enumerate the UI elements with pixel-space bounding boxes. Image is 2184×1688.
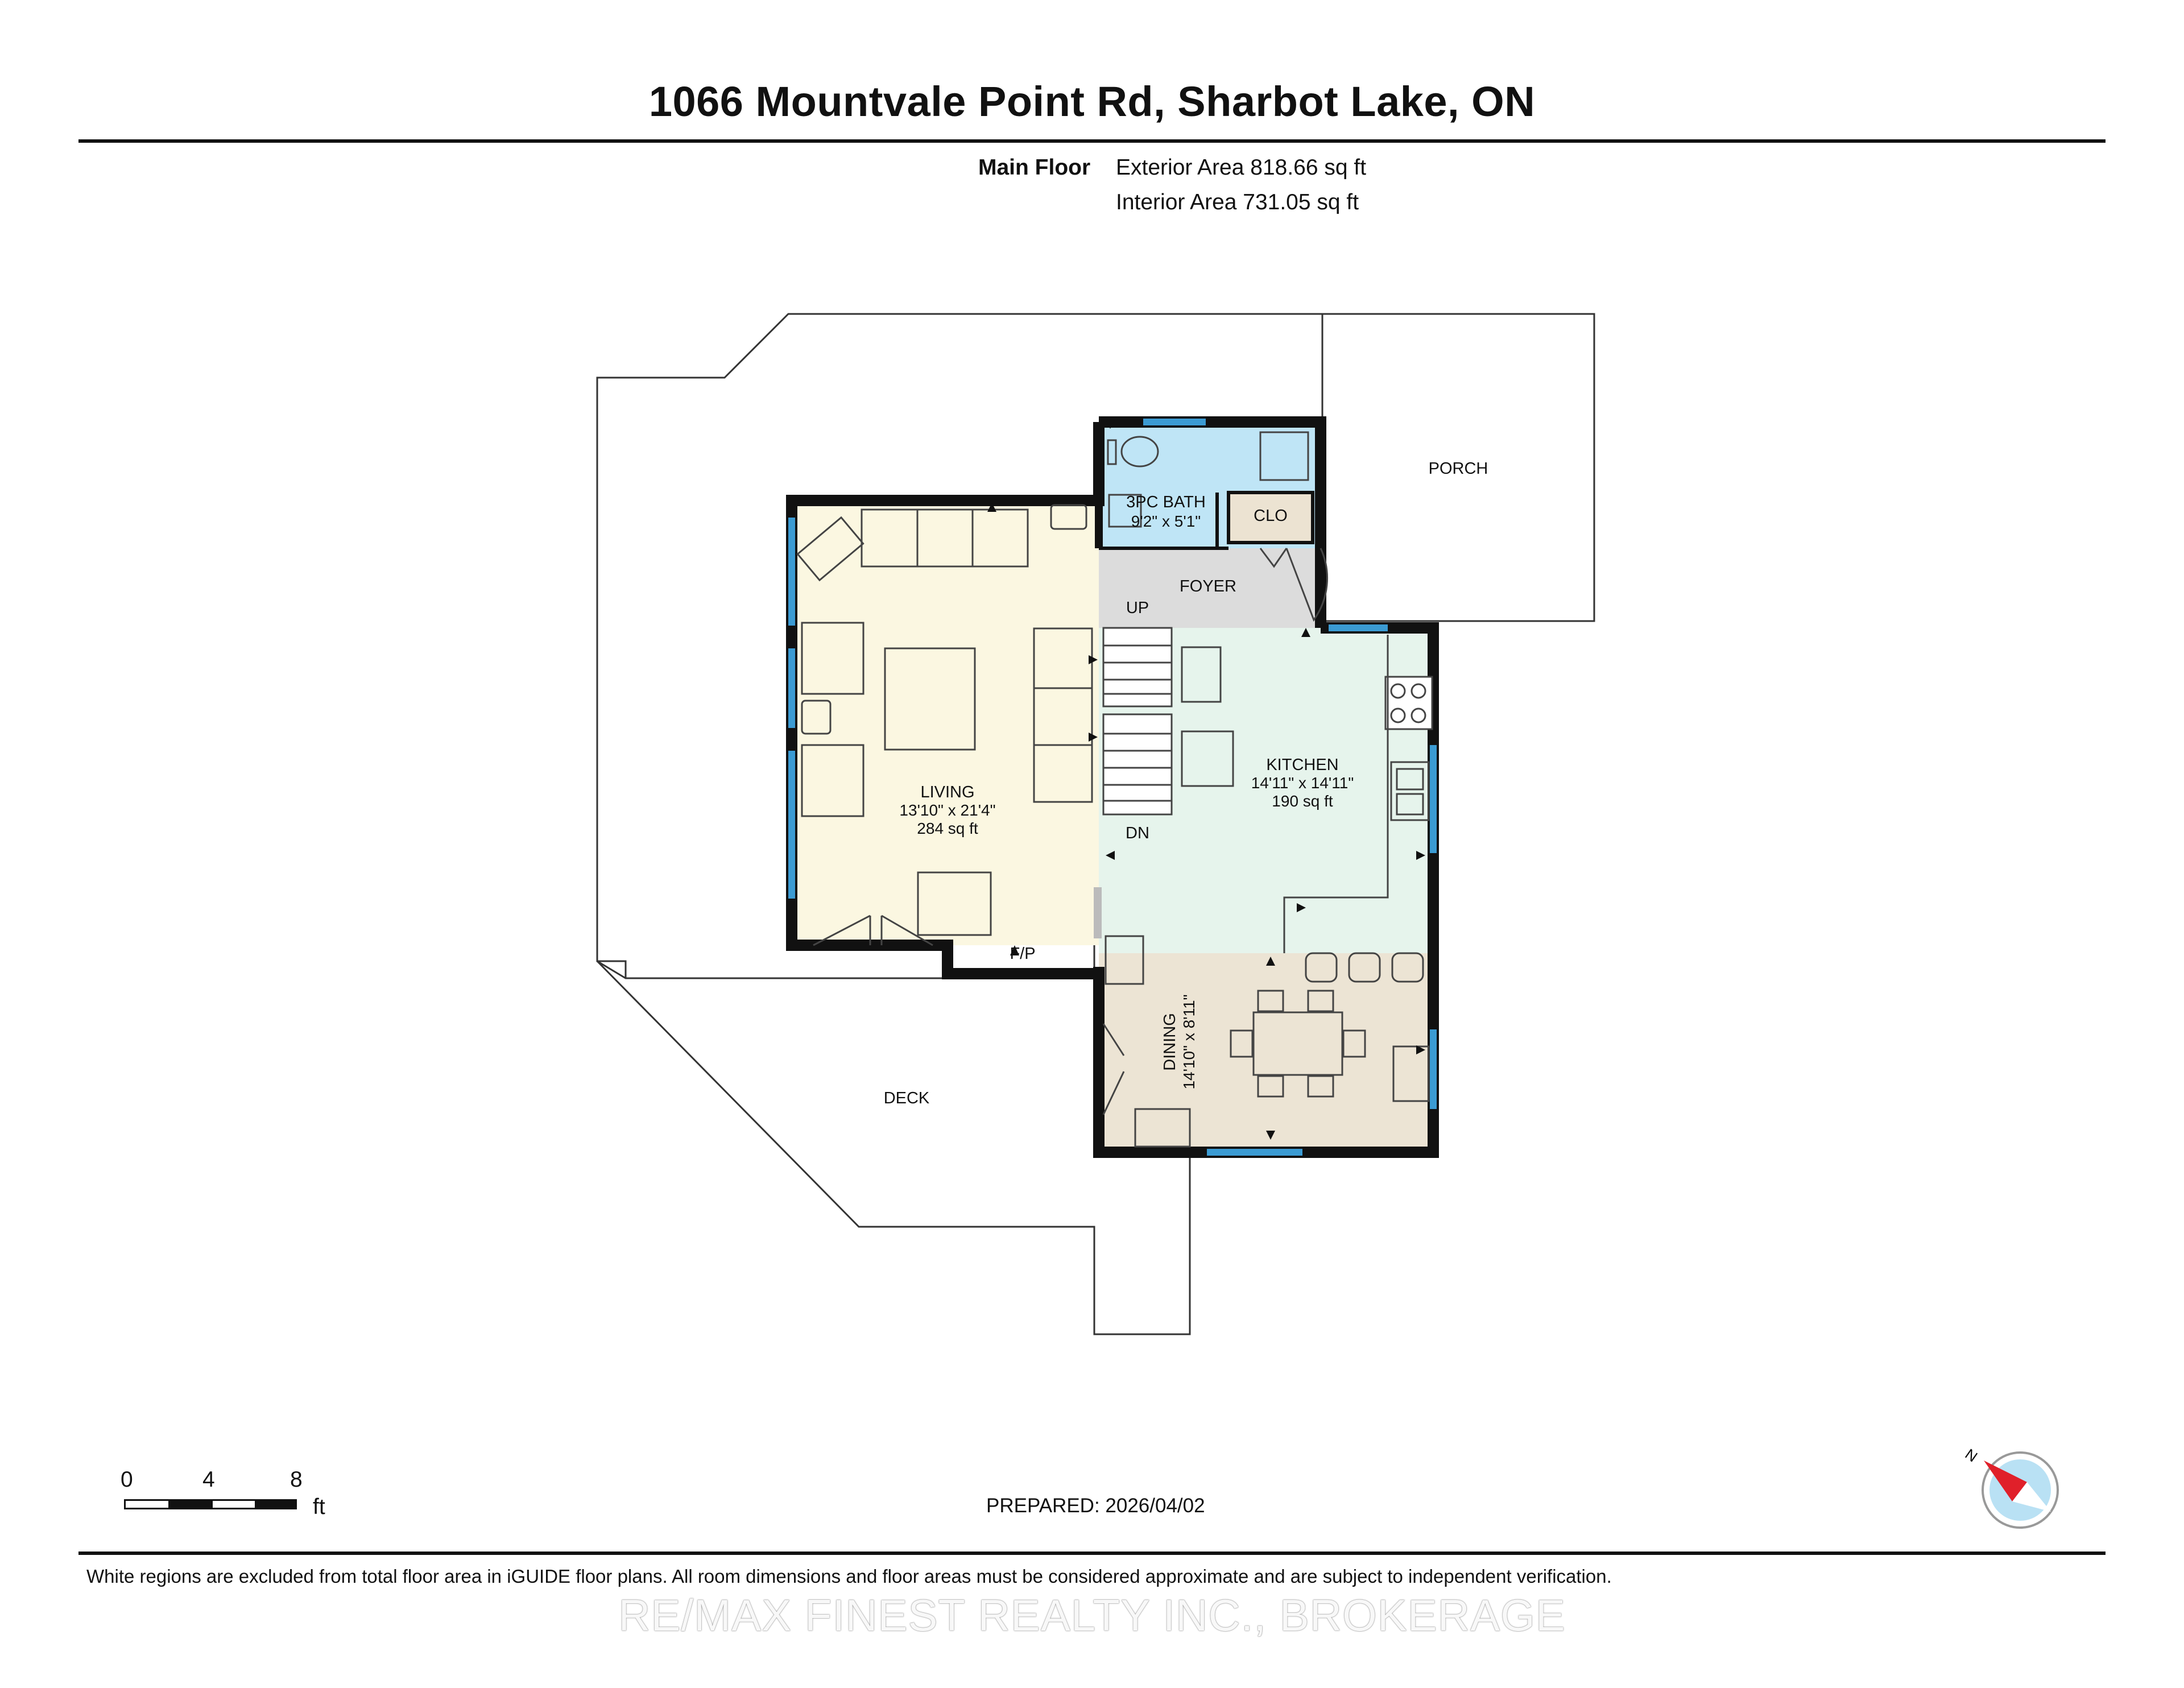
closet bbox=[1227, 491, 1314, 544]
prepared-date: PREPARED: 2026/04/02 bbox=[986, 1495, 1205, 1517]
scale-tick-4: 4 bbox=[202, 1467, 215, 1492]
deck-lower-outline bbox=[596, 960, 1191, 1335]
living-room bbox=[792, 500, 1099, 945]
stairs bbox=[1102, 627, 1173, 816]
foyer bbox=[1099, 548, 1321, 628]
closet-label: CLO bbox=[1254, 507, 1288, 525]
footer-rule bbox=[78, 1552, 2106, 1555]
exterior-area: Exterior Area 818.66 sq ft bbox=[1116, 155, 1367, 180]
scale-bar-segment bbox=[255, 1499, 297, 1509]
porch-label: PORCH bbox=[1429, 460, 1488, 478]
scale-tick-0: 0 bbox=[121, 1467, 133, 1492]
living-area: 284 sq ft bbox=[917, 820, 978, 837]
foyer-label: FOYER bbox=[1180, 577, 1236, 595]
scale-unit: ft bbox=[313, 1495, 325, 1519]
scale-bar-segment bbox=[168, 1499, 213, 1509]
living-furniture bbox=[796, 504, 1093, 946]
living-dims: 13'10" x 21'4" bbox=[899, 801, 995, 819]
page-title: 1066 Mountvale Point Rd, Sharbot Lake, O… bbox=[648, 78, 1536, 125]
compass-north-label: N bbox=[1962, 1445, 1981, 1465]
scale-tick-8: 8 bbox=[290, 1467, 303, 1492]
living-name: LIVING bbox=[920, 783, 974, 801]
deck-label: DECK bbox=[884, 1089, 930, 1107]
bath-dims: 9'2" x 5'1" bbox=[1131, 512, 1201, 530]
floor-name: Main Floor bbox=[978, 155, 1091, 180]
dining-room bbox=[1099, 953, 1433, 1149]
header-rule bbox=[78, 139, 2106, 143]
fireplace-label: F/P bbox=[1010, 945, 1035, 963]
stairs-up-label: UP bbox=[1126, 599, 1149, 617]
scale-bar: 0 4 8 ft bbox=[119, 1467, 325, 1530]
arrows bbox=[987, 420, 1425, 1140]
brokerage-watermark: RE/MAX FINEST REALTY INC., BROKERAGE bbox=[618, 1590, 1566, 1640]
bath-fixtures bbox=[1107, 431, 1309, 528]
compass-icon: N bbox=[1962, 1445, 2059, 1529]
kitchen-name: KITCHEN bbox=[1266, 756, 1338, 774]
kitchen-dims: 14'11" x 14'11" bbox=[1251, 774, 1354, 792]
dining-furniture bbox=[1102, 990, 1430, 1148]
kitchen-fixtures bbox=[1105, 635, 1433, 985]
dining-name: DINING bbox=[1161, 1013, 1179, 1071]
porch-outline bbox=[1321, 313, 1595, 622]
interior-area: Interior Area 731.05 sq ft bbox=[1116, 190, 1359, 214]
bath-name: 3PC BATH bbox=[1126, 493, 1206, 511]
kitchen-area: 190 sq ft bbox=[1272, 792, 1333, 810]
doors bbox=[1094, 548, 1329, 938]
dining-dims: 14'10" x 8'11" bbox=[1180, 994, 1198, 1089]
windows bbox=[788, 419, 1437, 1156]
disclaimer: White regions are excluded from total fl… bbox=[86, 1566, 1612, 1587]
stairs-down-label: DN bbox=[1126, 824, 1149, 842]
